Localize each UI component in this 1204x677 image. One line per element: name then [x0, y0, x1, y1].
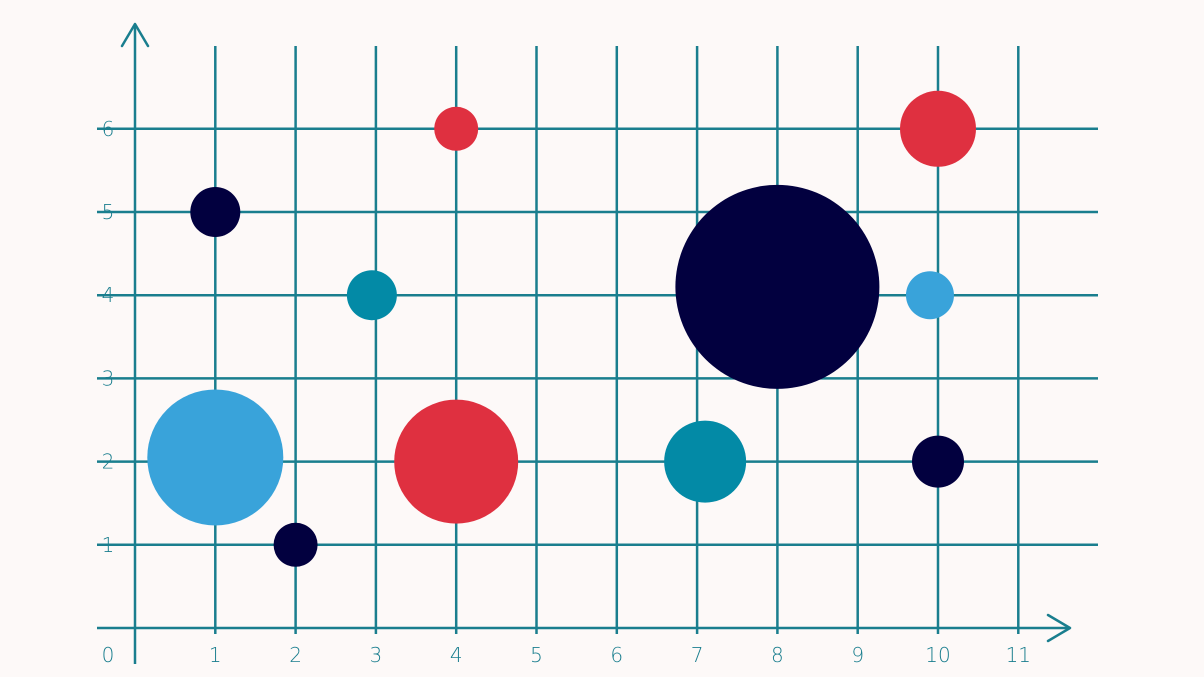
bubble-8 — [675, 184, 880, 389]
y-axis-arrow — [120, 22, 150, 48]
x-tick-label-11: 11 — [1006, 643, 1031, 667]
y-tick-label-3: 3 — [102, 366, 115, 390]
x-tick-label-10: 10 — [925, 643, 950, 667]
x-tick-label-1: 1 — [209, 643, 222, 667]
x-tick-label-9: 9 — [851, 643, 864, 667]
origin-label: 0 — [102, 643, 115, 667]
y-tick-label-4: 4 — [102, 283, 115, 307]
x-tick-label-6: 6 — [610, 643, 623, 667]
x-tick-label-3: 3 — [370, 643, 383, 667]
bubbles — [147, 90, 976, 567]
x-tick-label-2: 2 — [289, 643, 302, 667]
bubble-10 — [905, 271, 954, 320]
bubble-11 — [912, 435, 964, 488]
y-tick-label-2: 2 — [102, 450, 115, 474]
y-tick-label-6: 6 — [102, 117, 115, 141]
bubble-7 — [664, 420, 747, 503]
bubble-5 — [434, 106, 479, 151]
x-tick-label-7: 7 — [691, 643, 704, 667]
bubble-1 — [147, 389, 284, 526]
y-tick-label-1: 1 — [102, 533, 115, 557]
bubble-2 — [190, 187, 241, 237]
x-tick-label-8: 8 — [771, 643, 784, 667]
bubble-3 — [273, 522, 318, 567]
axes — [97, 22, 1072, 664]
bubble-9 — [900, 90, 976, 167]
x-axis-arrow — [1046, 613, 1072, 643]
y-tick-label-5: 5 — [102, 200, 115, 224]
bubble-4 — [346, 270, 397, 321]
x-tick-label-4: 4 — [450, 643, 463, 667]
bubble-6 — [394, 399, 519, 524]
x-tick-label-5: 5 — [530, 643, 543, 667]
